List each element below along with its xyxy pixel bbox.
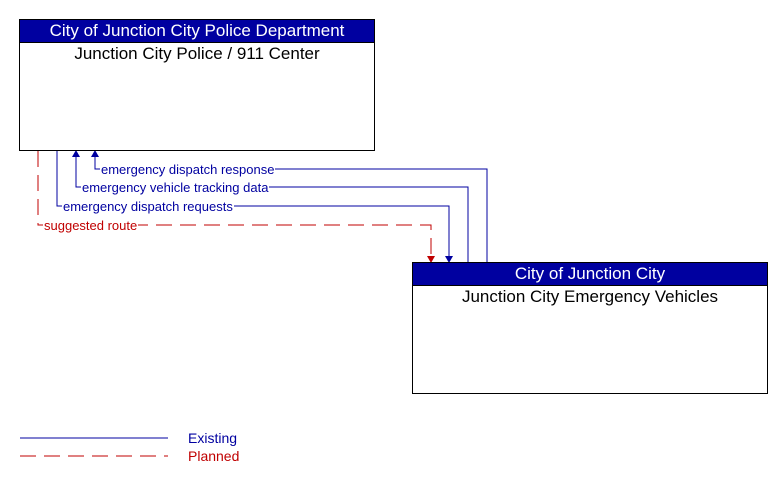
flow-label-dispatch-requests: emergency dispatch requests bbox=[62, 199, 234, 214]
entity-vehicles[interactable]: City of Junction City Junction City Emer… bbox=[412, 262, 768, 394]
arrow-up-icon bbox=[91, 150, 99, 157]
entity-owner: City of Junction City bbox=[413, 263, 767, 286]
flow-line-dispatch-response bbox=[94, 156, 488, 263]
flow-label-suggested-route: suggested route bbox=[43, 218, 139, 233]
flow-label-tracking-data: emergency vehicle tracking data bbox=[81, 180, 270, 195]
entity-owner: City of Junction City Police Department bbox=[20, 20, 374, 43]
flow-line-suggested-route bbox=[37, 151, 432, 257]
arrow-up-icon bbox=[72, 150, 80, 157]
legend-existing-label: Existing bbox=[188, 430, 238, 446]
arrow-down-icon bbox=[427, 256, 435, 263]
entity-name: Junction City Police / 911 Center bbox=[74, 44, 320, 63]
entity-police[interactable]: City of Junction City Police Department … bbox=[19, 19, 375, 151]
flow-line-dispatch-requests bbox=[56, 151, 450, 257]
entity-name: Junction City Emergency Vehicles bbox=[461, 287, 719, 306]
arrow-down-icon bbox=[445, 256, 453, 263]
flow-line-tracking-data bbox=[75, 156, 469, 263]
flow-label-dispatch-response: emergency dispatch response bbox=[100, 162, 276, 177]
legend-planned-label: Planned bbox=[188, 448, 240, 464]
